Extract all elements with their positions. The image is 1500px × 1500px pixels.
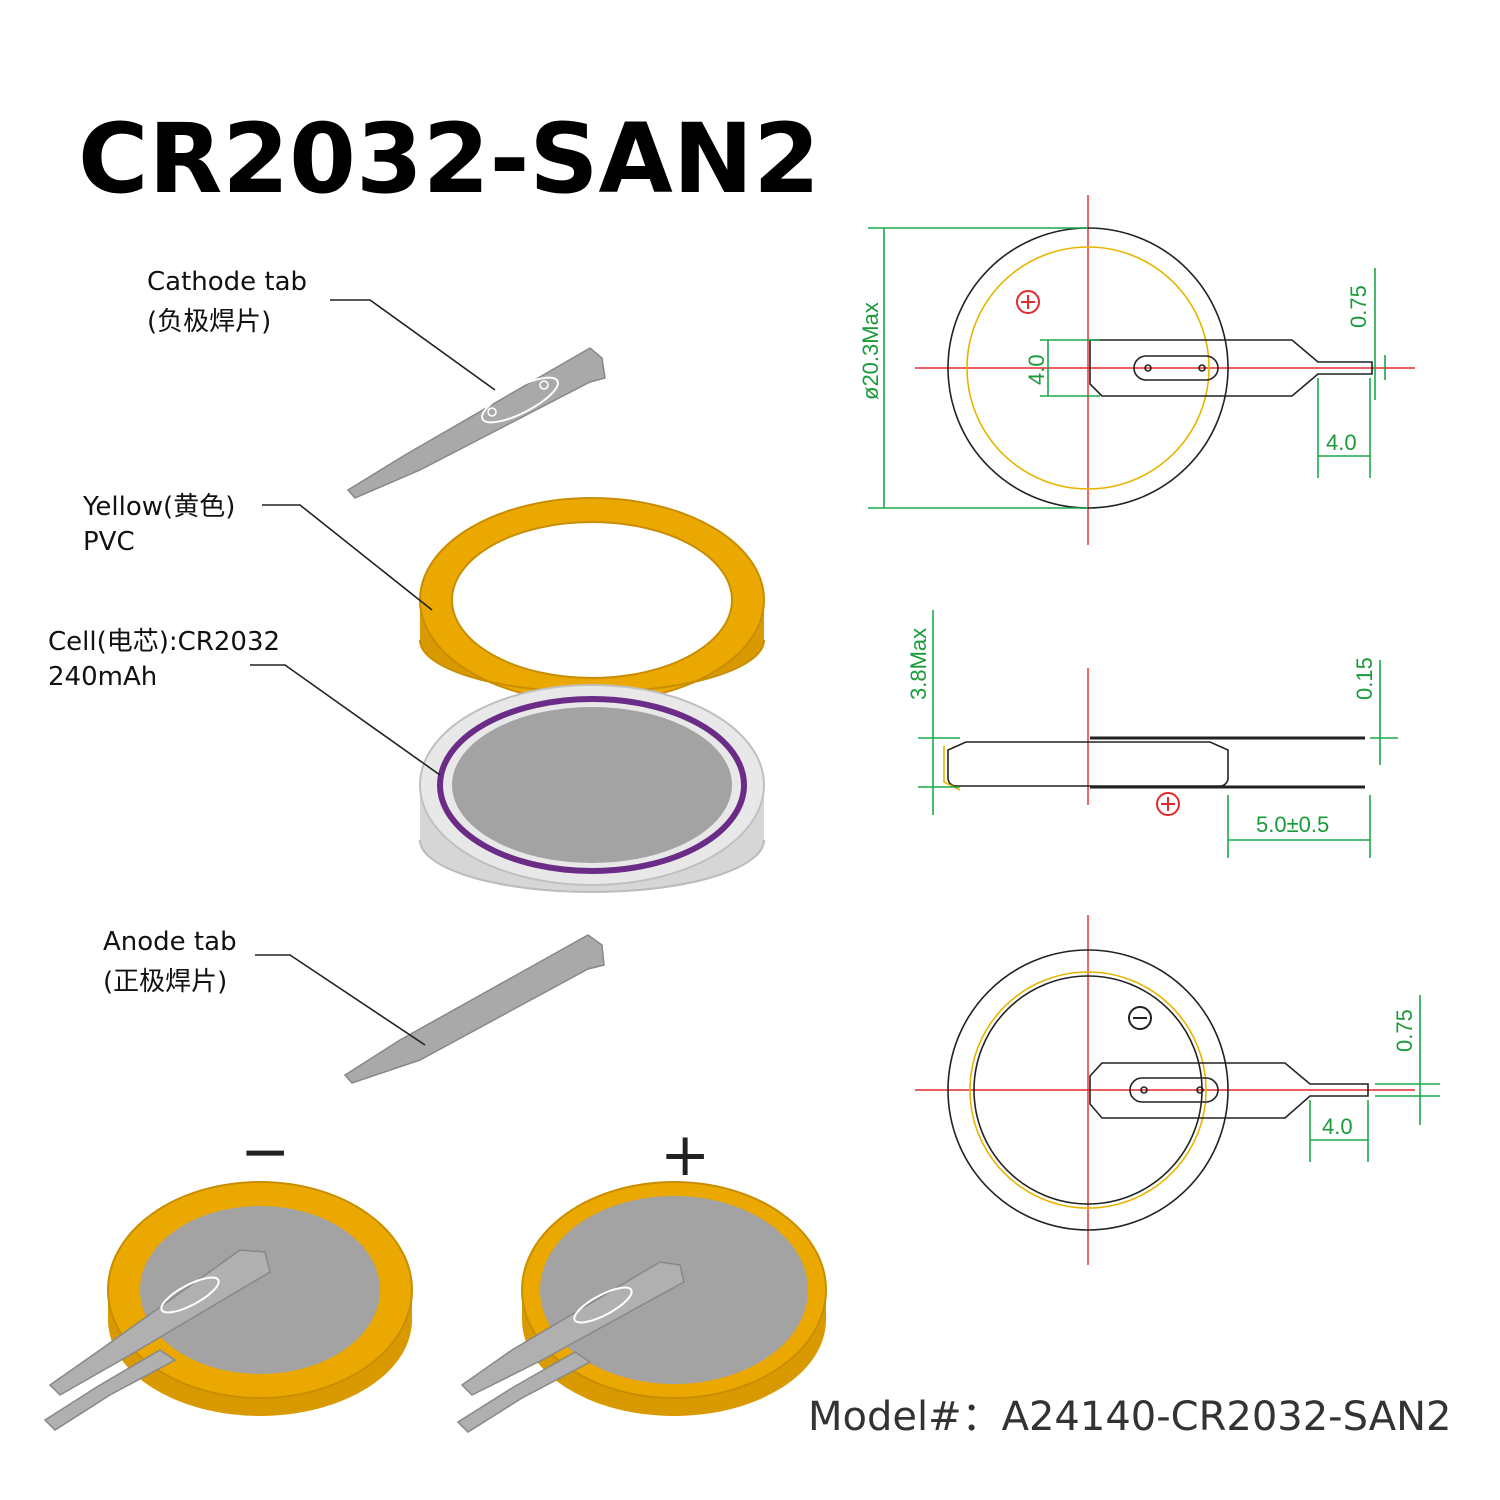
cathode-tab [346,347,606,499]
cell-label-line1: Cell(电芯):CR2032 [48,627,280,657]
pvc-leader-line [262,504,433,611]
negative-side-sign: − [240,1117,290,1187]
cell-label-line2: 240mAh [48,662,157,692]
bottom-tab-end-dimension: 4.0 [1322,1114,1353,1139]
positive-side-sign: + [660,1120,710,1190]
bottom-tab-thickness-dimension: 0.75 [1392,1009,1417,1052]
pvc-label-line1: Yellow(黄色) [82,492,235,522]
cathode-label-line1: Cathode tab [147,267,307,297]
side-view-drawing [918,610,1398,858]
tab-width-dimension: 4.0 [1024,354,1049,385]
pvc-label-line2: PVC [83,527,135,557]
anode-tab [343,934,605,1084]
cell-leader-line [250,664,441,776]
cr2032-cell [419,684,765,893]
tab-offset-dimension: 5.0±0.5 [1256,812,1329,837]
tab-thickness-dimension: 0.75 [1346,285,1371,328]
assembled-negative-side [43,1181,413,1431]
cathode-label-line2: (负极焊片) [147,307,271,337]
anode-label-line2: (正极焊片) [103,967,227,997]
model-number: Model#：A24140-CR2032-SAN2 [808,1394,1451,1440]
diameter-dimension: ø20.3Max [858,302,883,400]
height-dimension: 3.8Max [906,628,931,700]
anode-leader-line [255,954,426,1046]
page-title: CR2032-SAN2 [78,103,820,215]
bottom-view-drawing [915,915,1440,1265]
top-view-drawing [868,195,1415,545]
pvc-ring [419,497,765,703]
assembled-positive-side [456,1181,827,1433]
anode-label-line1: Anode tab [103,927,237,957]
cathode-leader-line [330,299,496,391]
side-tab-thickness-dimension: 0.15 [1352,657,1377,700]
tab-end-dimension: 4.0 [1326,430,1357,455]
